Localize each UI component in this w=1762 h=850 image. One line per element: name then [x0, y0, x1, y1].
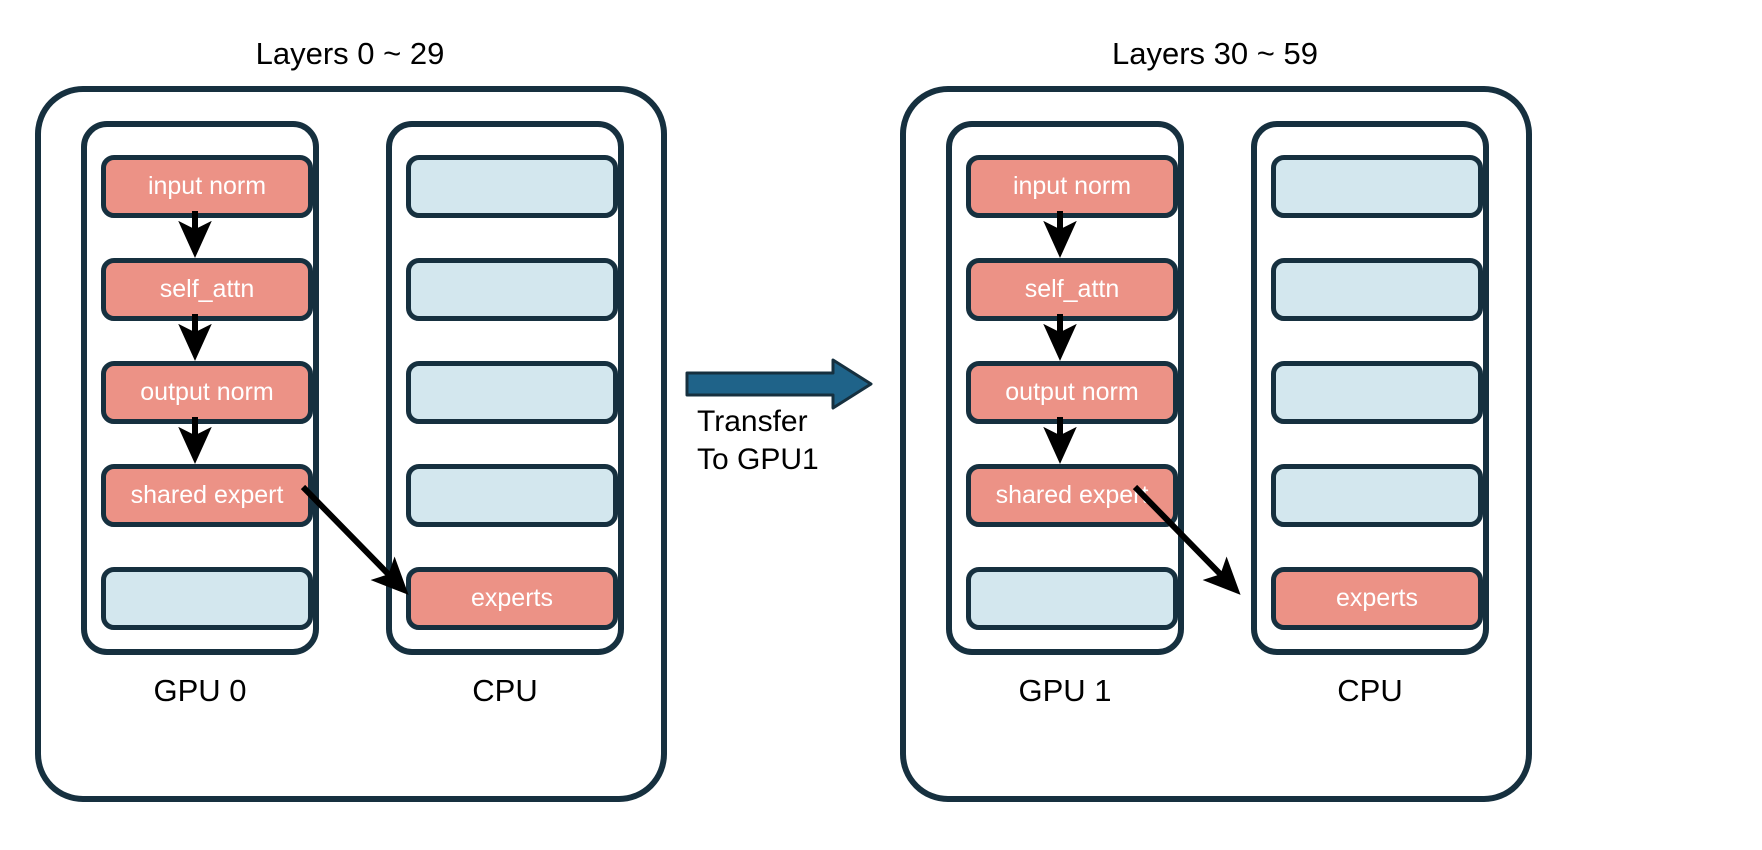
- cpu-block-experts-left[interactable]: experts: [406, 567, 618, 630]
- cpu-label-right: CPU: [1337, 673, 1403, 708]
- gpu-label-right: GPU 1: [1018, 673, 1112, 708]
- gpu-column-right: input norm self_attn output norm shared …: [946, 121, 1184, 655]
- panel-title-right: Layers 30 ~ 59: [1112, 36, 1318, 71]
- gpu-block-shared-expert-left[interactable]: shared expert: [101, 464, 313, 527]
- cpu-block-4-left[interactable]: [406, 464, 618, 527]
- transfer-label-line1: Transfer: [697, 405, 808, 438]
- cpu-block-1-left[interactable]: [406, 155, 618, 218]
- cpu-block-3-right[interactable]: [1271, 361, 1483, 424]
- cpu-label-left: CPU: [472, 673, 538, 708]
- cpu-column-right: experts: [1251, 121, 1489, 655]
- gpu-block-shared-expert-right[interactable]: shared expert: [966, 464, 1178, 527]
- cpu-block-3-left[interactable]: [406, 361, 618, 424]
- gpu-block-output-norm-right[interactable]: output norm: [966, 361, 1178, 424]
- cpu-block-1-right[interactable]: [1271, 155, 1483, 218]
- gpu-block-self-attn-left[interactable]: self_attn: [101, 258, 313, 321]
- gpu-block-self-attn-right[interactable]: self_attn: [966, 258, 1178, 321]
- gpu-block-empty-left[interactable]: [101, 567, 313, 630]
- gpu-block-empty-right[interactable]: [966, 567, 1178, 630]
- gpu-block-input-norm-right[interactable]: input norm: [966, 155, 1178, 218]
- cpu-block-4-right[interactable]: [1271, 464, 1483, 527]
- gpu-block-output-norm-left[interactable]: output norm: [101, 361, 313, 424]
- cpu-block-2-left[interactable]: [406, 258, 618, 321]
- device-container-left: input norm self_attn output norm shared …: [35, 86, 667, 802]
- transfer-label: Transfer To GPU1: [697, 403, 819, 480]
- device-container-right: input norm self_attn output norm shared …: [900, 86, 1532, 802]
- gpu-column-left: input norm self_attn output norm shared …: [81, 121, 319, 655]
- panel-title-left: Layers 0 ~ 29: [255, 36, 445, 71]
- gpu-label-left: GPU 0: [153, 673, 247, 708]
- gpu-block-input-norm-left[interactable]: input norm: [101, 155, 313, 218]
- cpu-block-experts-right[interactable]: experts: [1271, 567, 1483, 630]
- transfer-label-line2: To GPU1: [697, 443, 819, 477]
- cpu-block-2-right[interactable]: [1271, 258, 1483, 321]
- cpu-column-left: experts: [386, 121, 624, 655]
- transfer-arrow: [685, 358, 873, 410]
